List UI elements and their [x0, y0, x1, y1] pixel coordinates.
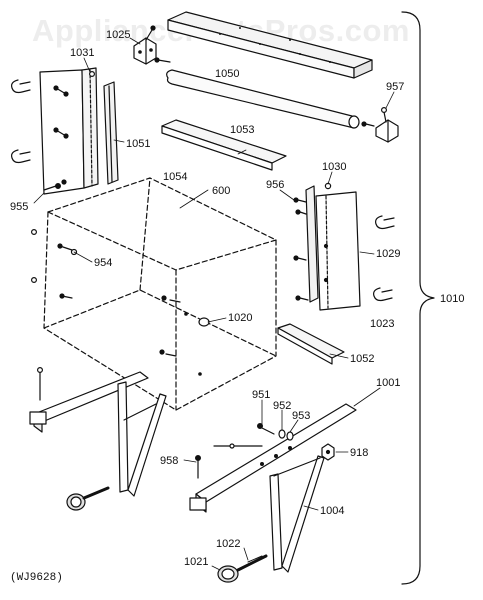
left-support-rail: [29, 367, 167, 497]
label-954: 954: [94, 257, 112, 269]
part-955-screw: [43, 183, 61, 191]
part-1004-leg: [269, 455, 325, 573]
label-1004: 1004: [320, 505, 344, 517]
part-1021-foot: [217, 554, 268, 583]
label-1022: 1022: [216, 538, 240, 550]
part-1054-strip: [161, 119, 287, 171]
label-1054: 1054: [163, 171, 187, 183]
part-1020-grommet: [184, 312, 210, 376]
part-1030-channel: [305, 182, 332, 303]
label-1001: 1001: [376, 377, 400, 389]
part-1001-rail: [189, 403, 357, 513]
label-1020: 1020: [228, 312, 252, 324]
part-957-bracket: [361, 106, 399, 143]
label-600: 600: [212, 185, 230, 197]
part-951-953-hardware: [229, 423, 294, 449]
label-1023: 1023: [370, 318, 394, 330]
label-1021: 1021: [184, 556, 208, 568]
part-1025-bracket: [133, 25, 171, 65]
label-956: 956: [266, 179, 284, 191]
label-918: 918: [350, 447, 368, 459]
part-600-cabinet: [43, 177, 277, 411]
left-leveling-foot: [66, 486, 110, 511]
label-953: 953: [292, 410, 310, 422]
label-1050: 1050: [215, 68, 239, 80]
label-958: 958: [160, 455, 178, 467]
part-918-nut: [321, 443, 335, 461]
label-1053: 1053: [230, 124, 254, 136]
part-1053-tube: [166, 69, 360, 129]
label-957: 957: [386, 81, 404, 93]
part-1031-left-panel: [39, 67, 99, 195]
part-1051-channel: [103, 81, 119, 185]
label-955: 955: [10, 201, 28, 213]
label-1052: 1052: [350, 353, 374, 365]
part-1052-strip: [277, 323, 345, 365]
left-clips: [11, 79, 31, 164]
part-958-screw: [195, 455, 202, 479]
part-1029-right-panel: [315, 191, 361, 311]
leader-lines: [33, 37, 395, 571]
label-952: 952: [273, 400, 291, 412]
part-1050-rail: [167, 11, 373, 79]
part-1023-clips: [373, 215, 395, 302]
figure-reference: (WJ9628): [10, 572, 63, 584]
part-954-screws: [31, 229, 181, 357]
label-1029: 1029: [376, 248, 400, 260]
label-1051: 1051: [126, 138, 150, 150]
part-956-screws: [293, 197, 309, 301]
part-labels: 1050 1053 1054 1031 1051 955 600 954 102…: [10, 29, 464, 584]
label-951: 951: [252, 389, 270, 401]
label-1030: 1030: [322, 161, 346, 173]
label-1025: 1025: [106, 29, 130, 41]
assembly-brace: [401, 11, 435, 585]
label-1031: 1031: [70, 47, 94, 59]
label-1010: 1010: [440, 293, 464, 305]
